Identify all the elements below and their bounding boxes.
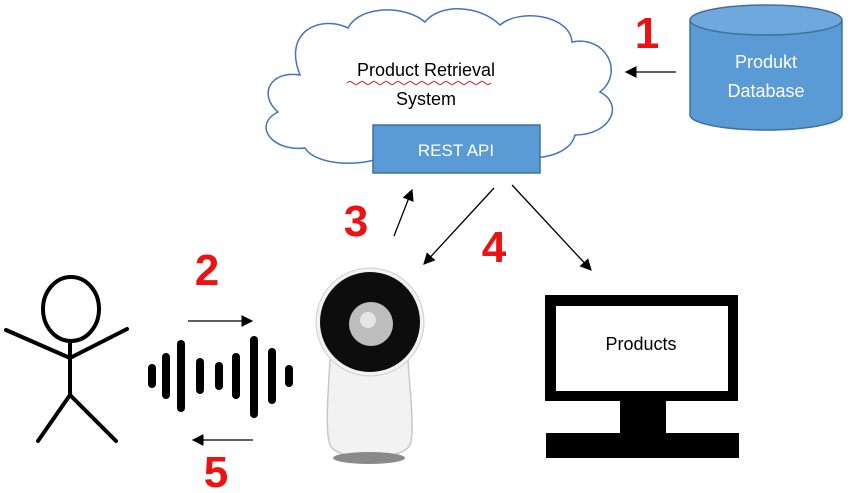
- cloud-title-line2: System: [396, 89, 456, 109]
- step-2-label: 2: [195, 246, 219, 295]
- arrow-api-to-monitor: [511, 184, 592, 271]
- sound-wave-icon: [148, 336, 293, 418]
- monitor-label: Products: [605, 334, 676, 354]
- arrow-robot-to-api: [393, 188, 414, 237]
- database-cylinder-icon: [689, 4, 843, 131]
- step-4-label: 4: [482, 223, 507, 272]
- arrow-api-to-robot: [423, 187, 495, 265]
- cloud-title-line1: Product Retrieval: [357, 60, 495, 80]
- stick-figure-icon: [4, 275, 129, 443]
- step-5-label: 5: [204, 448, 228, 493]
- rest-api-label: REST API: [418, 141, 494, 160]
- spellcheck-underline: [346, 81, 492, 85]
- step-3-label: 3: [344, 197, 368, 246]
- rest-api-box: [372, 124, 541, 174]
- database-label-line1: Produkt: [735, 52, 797, 72]
- step-1-label: 1: [635, 9, 659, 58]
- database-label-line2: Database: [727, 81, 804, 101]
- monitor-icon: [545, 295, 739, 458]
- social-robot-icon: [315, 267, 425, 464]
